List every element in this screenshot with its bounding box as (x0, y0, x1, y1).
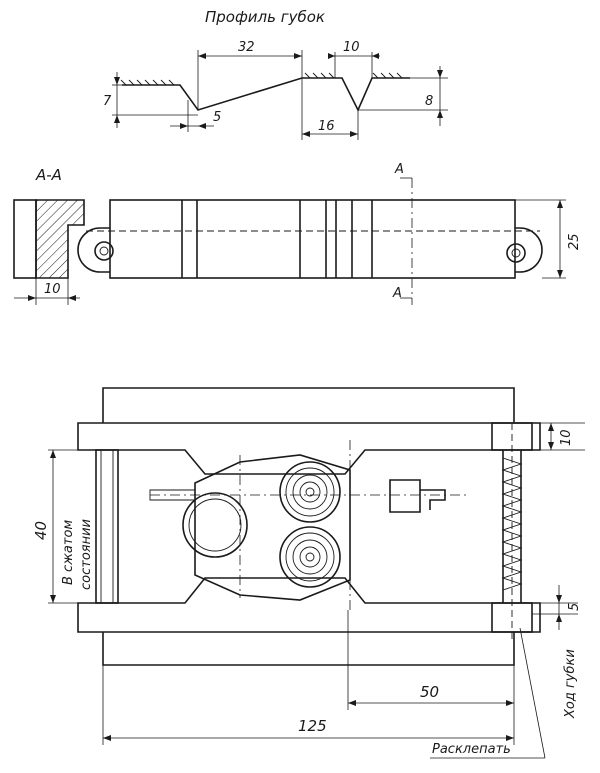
dim-125-label: 125 (298, 717, 327, 735)
arrow (350, 131, 358, 137)
lower-jaw (77, 577, 541, 633)
arrow (372, 53, 379, 59)
section-dim-10-label: 10 (44, 282, 61, 297)
arrow (506, 735, 514, 741)
left-pivot-hole (94, 241, 114, 261)
section-label: А-А (35, 166, 62, 184)
jaw-side-view: А А 25 (77, 162, 582, 305)
arrow (557, 200, 563, 208)
profile-extension-lines (112, 50, 448, 140)
arrow (556, 614, 562, 622)
clamped-note-line2: состоянии (79, 519, 94, 590)
arrow (556, 595, 562, 603)
arrow (198, 123, 206, 129)
arrow (50, 595, 56, 603)
profile-title: Профиль губок (205, 8, 325, 26)
assembly-plan-view: 40 В сжатом состоянии 10 5 Ход губки 50 … (32, 387, 585, 759)
section-a-a-view: А-А 10 (13, 166, 85, 305)
jaw-grooves (181, 200, 373, 278)
dim-40-label: 40 (32, 521, 50, 540)
arrow (557, 270, 563, 278)
right-pivot-center (511, 248, 521, 258)
rivet-note: Расклепать (432, 742, 511, 757)
jaw-travel-label: Ход губки (563, 649, 578, 719)
jaw-bar-body (109, 199, 516, 279)
dim-25-label: 25 (567, 233, 582, 250)
dim-5r-label: 5 (567, 603, 582, 611)
arrow (294, 53, 302, 59)
dim-5-label: 5 (213, 110, 221, 125)
section-jaw-hatched (35, 199, 85, 279)
left-rod (149, 489, 196, 501)
return-spring (491, 422, 533, 640)
arrow (198, 53, 206, 59)
surface-hatching (120, 72, 410, 86)
arrow (103, 735, 111, 741)
left-ring-inner (188, 498, 242, 552)
arrow (114, 77, 120, 85)
dim-32-label: 32 (238, 40, 255, 55)
upper-gear (279, 461, 341, 523)
dim-16-label: 16 (318, 119, 335, 134)
arrow (180, 123, 188, 129)
top-plate-edge (102, 387, 515, 423)
cut-label-top: А (394, 162, 404, 177)
left-ear (77, 227, 110, 273)
dim-10-top-label: 10 (343, 40, 360, 55)
profile-outline (122, 77, 410, 112)
right-ear (515, 227, 543, 273)
bottom-plate-edge (102, 632, 515, 666)
cut-label-bottom: А (392, 286, 402, 301)
left-guide-bar (95, 449, 119, 604)
lower-gear (279, 526, 341, 588)
upper-jaw (77, 422, 541, 475)
arrow (348, 700, 356, 706)
arrow (114, 115, 120, 123)
arrow (506, 700, 514, 706)
jaw-profile-view: Профиль губок (103, 8, 448, 140)
arrow (548, 423, 554, 431)
dim-50-label: 50 (420, 683, 439, 701)
section-block-left (13, 199, 37, 279)
dim-8-label: 8 (425, 94, 433, 109)
arrow (28, 295, 36, 301)
left-ring (182, 492, 248, 558)
right-pivot-hole (506, 243, 526, 263)
dim-7-label: 7 (103, 94, 112, 109)
arrow (548, 442, 554, 450)
handle-block (389, 479, 421, 513)
arrow (437, 70, 443, 78)
arrow (302, 131, 310, 137)
clamped-note-line1: В сжатом (61, 520, 76, 585)
arrow (68, 295, 76, 301)
handle-hook (420, 489, 446, 510)
dim-10r-label: 10 (559, 429, 574, 446)
arrow (50, 450, 56, 458)
left-pivot-center (99, 246, 109, 256)
rivet-leader (519, 627, 546, 759)
arrow (328, 53, 335, 59)
arrow (437, 110, 443, 118)
